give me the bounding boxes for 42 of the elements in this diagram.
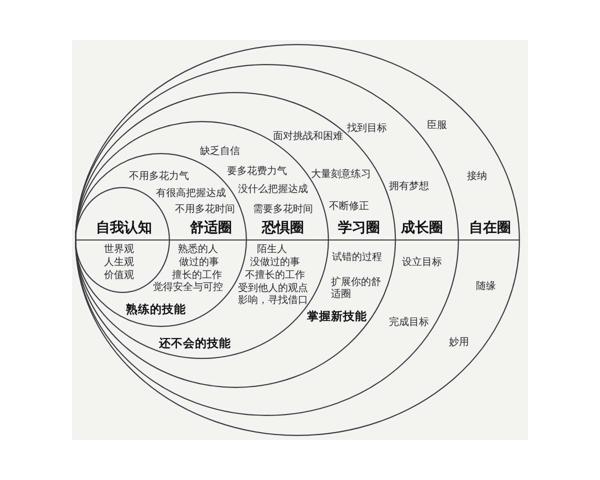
skill-label: 熟练的技能 <box>126 302 186 316</box>
zone-note: 接纳 <box>467 171 487 183</box>
zone-note: 世界观 <box>104 244 134 256</box>
zone-note: 要多花费力气 <box>227 166 287 178</box>
zone-note: 需要多花时间 <box>253 204 313 216</box>
zone-note: 随缘 <box>476 281 496 293</box>
zone-note: 做过的事 <box>179 257 219 269</box>
zone-note: 有很高把握达成 <box>156 188 226 200</box>
zone-note: 没做过的事 <box>250 257 300 269</box>
zone-ellipse <box>75 44 520 436</box>
zone-note: 不擅长的工作 <box>245 270 305 282</box>
zone-ellipse <box>75 64 459 416</box>
zone-title: 成长圈 <box>401 220 443 236</box>
zone-title: 学习圈 <box>338 220 380 236</box>
zone-note: 缺乏自信 <box>200 146 240 158</box>
zone-note: 臣服 <box>427 120 447 132</box>
zone-note: 完成目标 <box>389 317 429 329</box>
zone-note: 价值观 <box>104 270 134 282</box>
zone-title: 自在圈 <box>469 220 511 236</box>
skill-label: 还不会的技能 <box>159 336 231 350</box>
zone-note: 试错的过程 <box>332 252 382 264</box>
zone-title: 自我认知 <box>96 220 152 236</box>
zone-note: 擅长的工作 <box>172 270 222 282</box>
zone-note: 受到他人的观点影响，寻找借口 <box>237 283 309 307</box>
zone-title: 舒适圈 <box>190 220 232 236</box>
zone-note: 没什么把握达成 <box>238 184 308 196</box>
skill-label: 掌握新技能 <box>307 309 367 323</box>
zone-note: 面对挑战和困难 <box>273 131 343 143</box>
zone-note: 不断修正 <box>329 201 369 213</box>
zone-note: 不用多花力气 <box>129 171 189 183</box>
zone-note: 妙用 <box>449 337 469 349</box>
zone-note: 人生观 <box>104 257 134 269</box>
zone-note: 陌生人 <box>257 244 287 256</box>
zone-note: 拥有梦想 <box>389 181 429 193</box>
zone-note: 设立目标 <box>402 257 442 269</box>
zone-note: 不用多花时间 <box>175 204 235 216</box>
zone-note: 觉得安全与可控 <box>153 282 223 294</box>
zone-note: 找到目标 <box>347 123 387 135</box>
zone-note: 扩展你的舒适圈 <box>331 277 382 301</box>
zone-note: 大量刻意练习 <box>311 169 371 181</box>
zone-title: 恐惧圈 <box>262 220 304 236</box>
zone-note: 熟悉的人 <box>178 244 218 256</box>
